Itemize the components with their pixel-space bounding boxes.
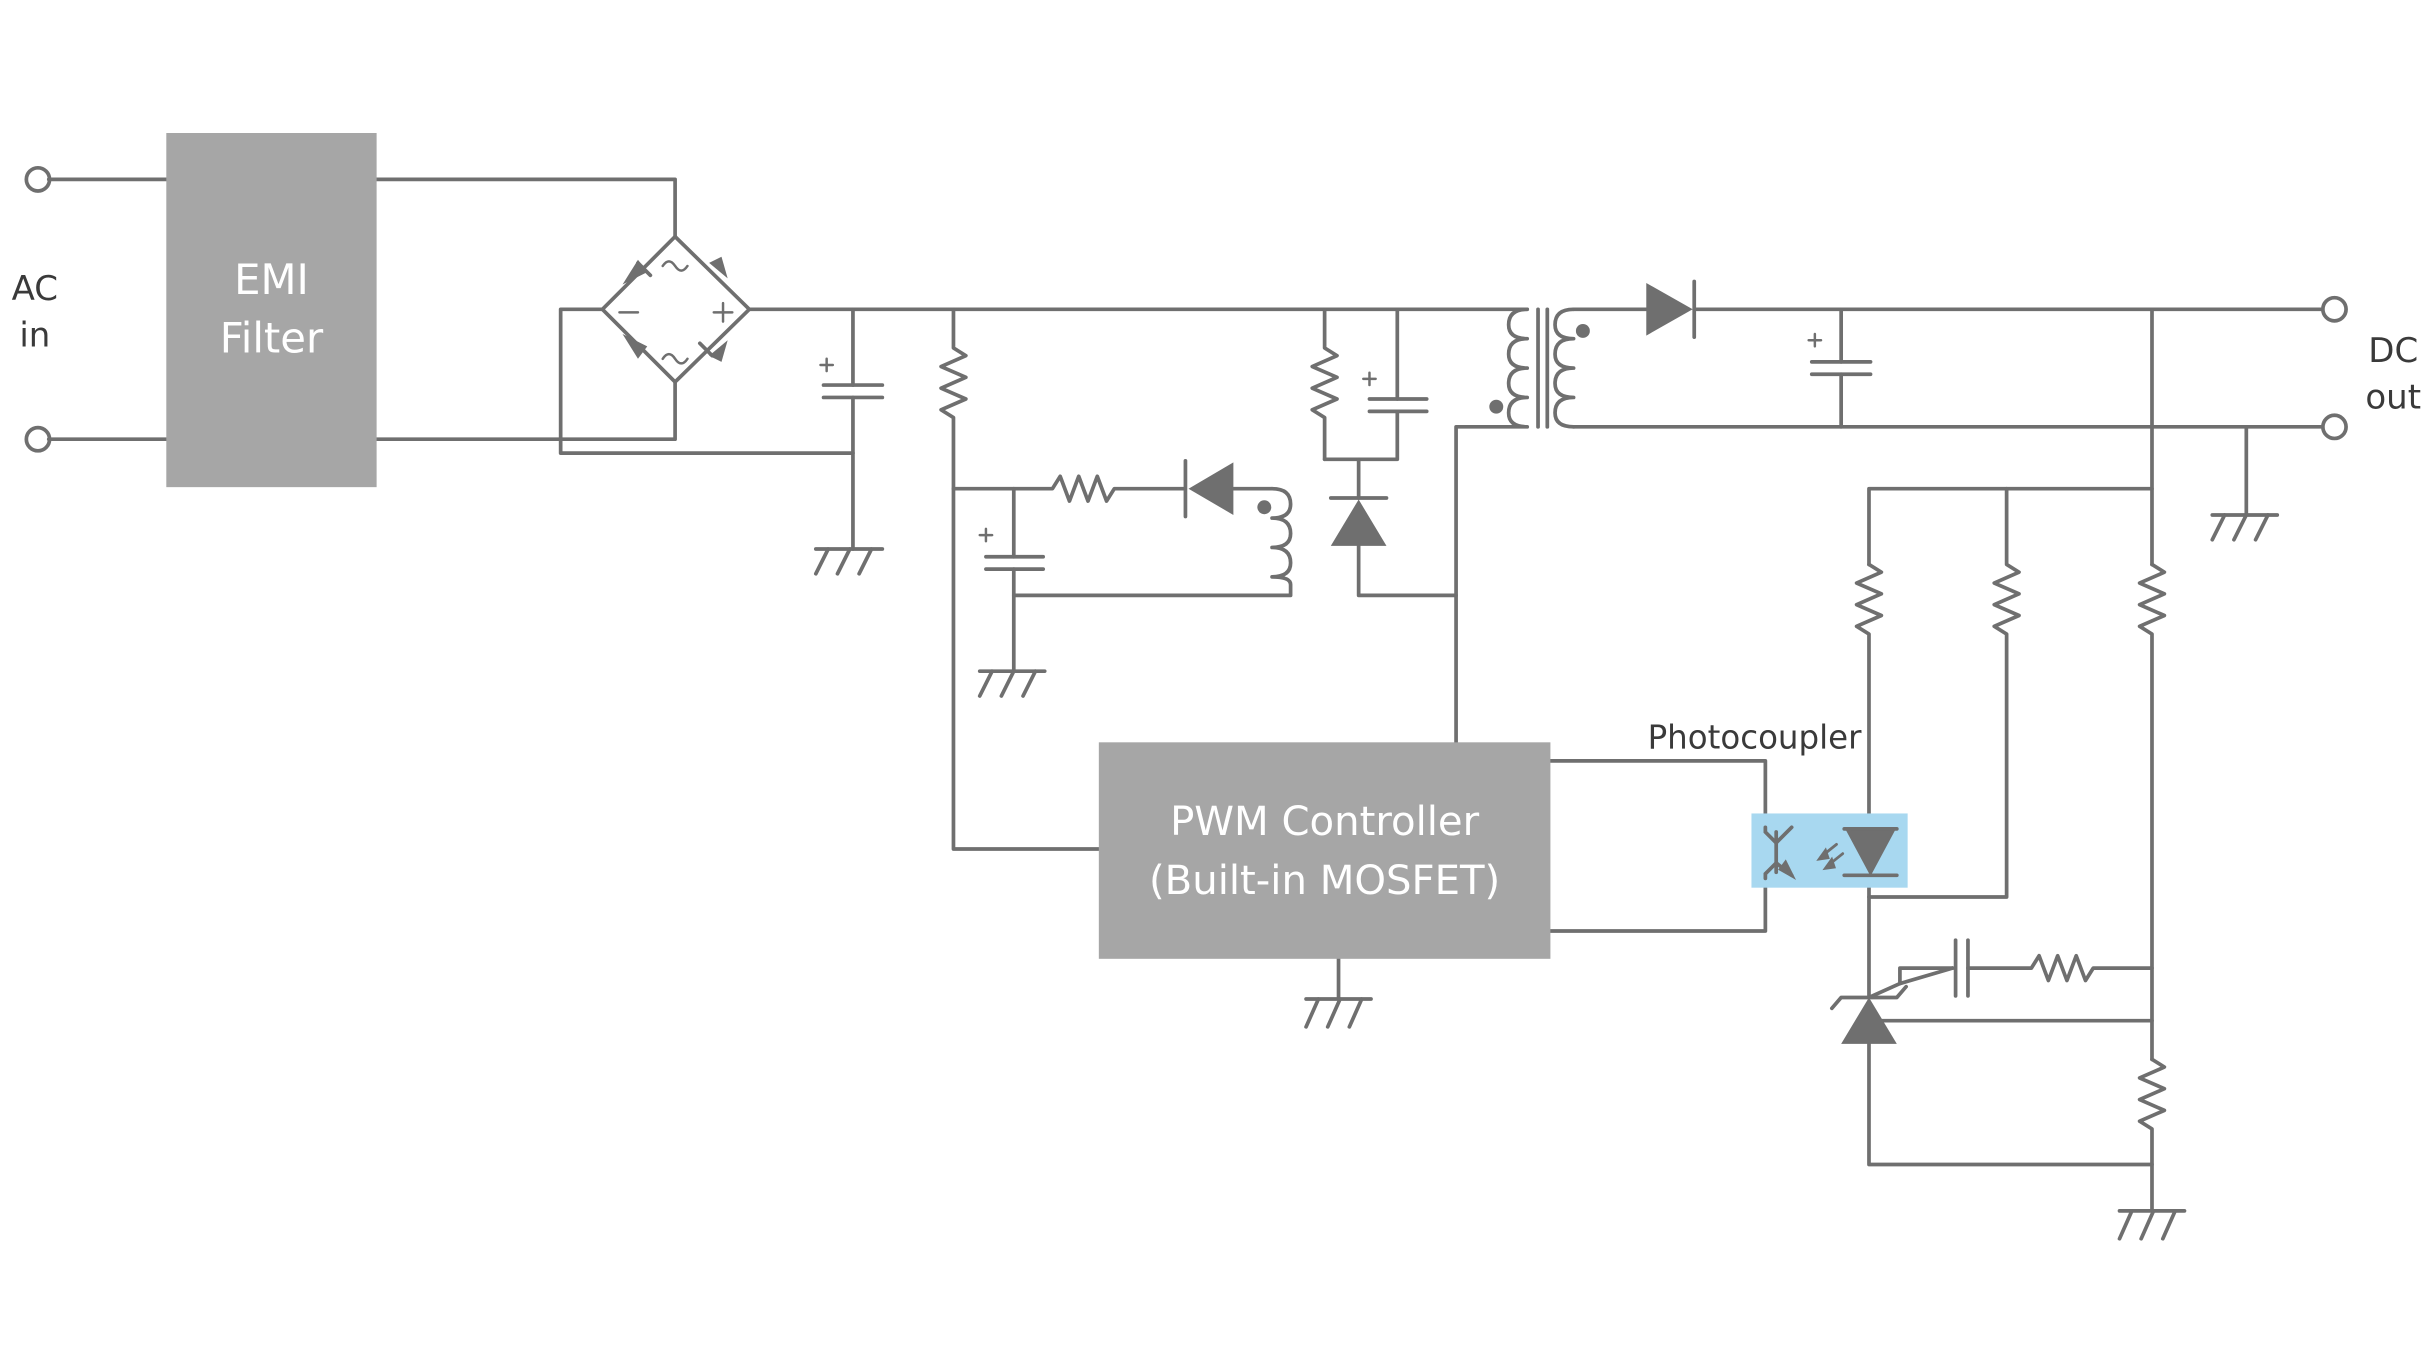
emi-filter-label-line2: Filter [220, 314, 324, 363]
pwm-feedback-wires [1548, 759, 1768, 933]
pwm-controller-label-line1: PWM Controller [1170, 799, 1480, 845]
pwm-controller-block [1098, 742, 1551, 959]
emi-filter-block [166, 132, 377, 488]
ac-in-label-line1: AC [12, 269, 58, 309]
transformer [1454, 307, 1590, 745]
dc-out-label-line2: out [2365, 377, 2421, 417]
ground-symbol [977, 669, 1047, 698]
photocoupler-label: Photocoupler [1648, 718, 1863, 756]
rcd-snubber [1310, 307, 1458, 598]
aux-winding-branch [951, 458, 1293, 674]
startup-resistor [939, 307, 1101, 851]
pwm-controller-label-line2: (Built-in MOSFET) [1149, 858, 1500, 904]
photocoupler [1763, 825, 1899, 881]
ground-symbol [813, 547, 885, 576]
emi-to-bridge-wires [374, 177, 677, 442]
ground-symbol [2117, 1209, 2187, 1241]
dc-output-terminals [2321, 295, 2348, 441]
ground-symbol [2210, 424, 2280, 542]
output-capacitor [1807, 307, 1873, 429]
feedback-network [1854, 307, 2167, 1213]
output-rectifier [1571, 279, 2326, 429]
input-capacitor [819, 307, 885, 551]
bridge-rectifier [558, 234, 855, 455]
ac-input-terminals [24, 165, 169, 453]
dc-out-label-line1: DC [2368, 331, 2418, 371]
shunt-regulator [1830, 984, 1908, 1044]
ac-in-label-line2: in [19, 315, 50, 355]
ground-symbol [1304, 956, 1373, 1029]
emi-filter-label-line1: EMI [234, 255, 309, 304]
